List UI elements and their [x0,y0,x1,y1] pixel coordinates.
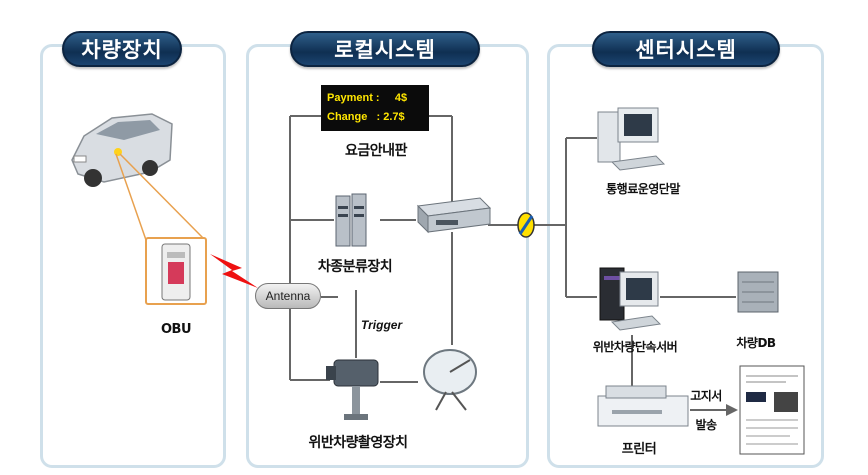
notice-line2: 발송 [695,418,717,432]
trigger-label: Trigger [361,318,403,332]
obu-label: OBU [160,322,192,337]
section-title-local-system: 로컬시스템 [290,31,480,67]
payment-line: Payment : 4$ [327,92,408,104]
antenna-label: Antenna [255,283,321,309]
section-title-center-system: 센터시스템 [592,31,780,67]
printer-label: 프린터 [621,442,657,457]
printer-icon [597,385,689,427]
camera-icon [326,359,379,420]
fare-sign: Payment : 4$ Change : 2.7$ [321,85,429,131]
car-icon [71,113,173,187]
violation-camera-label: 위반차량촬영장치 [308,435,408,451]
wireless-signal-icon [210,254,258,288]
satellite-dish-icon [423,349,477,411]
computer-terminal-icon [597,107,666,171]
fare-board-label: 요금안내판 [345,143,407,159]
toll-terminal-label: 통행료운영단말 [606,182,680,196]
obu-device-icon [161,243,191,301]
server-icon [599,267,662,331]
network-connector-icon [517,212,535,238]
vehicle-classifier-icon [335,193,367,247]
database-icon [737,271,779,313]
violation-server-label: 위반차량단속서버 [592,340,678,354]
notice-document-icon [739,365,805,455]
vehicle-db-label: 차량DB [736,336,776,350]
section-title-vehicle: 차량장치 [62,31,182,67]
controller-icon [416,197,492,234]
notice-line1: 고지서 [690,389,722,403]
vehicle-classifier-label: 차종분류장치 [317,259,393,275]
change-line: Change : 2.7$ [327,111,405,123]
